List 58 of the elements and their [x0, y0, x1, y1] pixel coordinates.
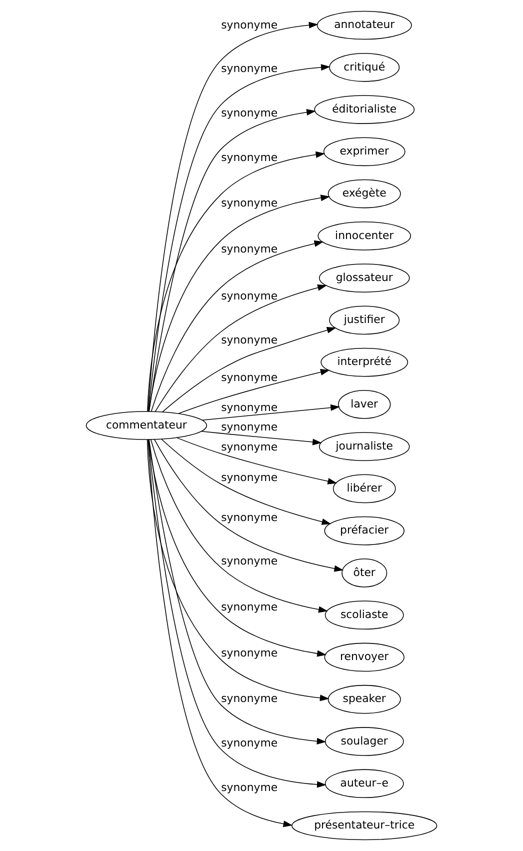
arrow [148, 64, 330, 412]
node-ellipse: soulager [324, 727, 404, 756]
edge-label: synonyme [221, 289, 278, 302]
node-ellipse: auteur–e [324, 769, 404, 798]
edge-label: synonyme [221, 334, 278, 347]
edge-label: synonyme [221, 196, 278, 210]
arrow [201, 430, 322, 446]
node-ellipse: commentateur [86, 411, 208, 440]
edge-label: synonyme [221, 420, 278, 434]
node-ellipse: ôter [342, 558, 388, 588]
edge-label: synonyme [221, 400, 278, 414]
edge-label: synonyme [221, 600, 278, 614]
edge-label: synonyme [221, 371, 278, 384]
arrow [146, 439, 330, 702]
arrow [202, 404, 340, 421]
edge-label: synonyme [221, 554, 278, 568]
arrow [147, 151, 326, 412]
arrow [154, 439, 344, 572]
node-ellipse: préfacier [324, 516, 404, 546]
edge-label: synonyme [221, 780, 278, 794]
arrow [154, 284, 327, 412]
node-ellipse: annotateur [316, 10, 412, 40]
node-ellipse: journaliste [318, 432, 410, 461]
edge-label: synonyme [221, 106, 278, 120]
node-ellipse: speaker [328, 684, 401, 714]
edge-label: synonyme [221, 736, 278, 750]
node-ellipse: critiqué [329, 52, 400, 82]
arrow [162, 326, 336, 412]
node-ellipse: justifier [329, 306, 400, 335]
arrow [148, 439, 293, 828]
arrow [148, 194, 330, 412]
node-ellipse: scoliaste [324, 600, 404, 630]
edge-label: synonyme [221, 471, 278, 484]
edge-label: synonyme [221, 242, 278, 256]
arrow [176, 437, 338, 484]
node-ellipse: glossateur [318, 264, 410, 292]
arrow [150, 240, 324, 412]
edge-label: synonyme [221, 440, 278, 454]
arrow [148, 109, 316, 412]
edge-label: synonyme [221, 510, 278, 524]
edge-label: synonyme [221, 18, 278, 32]
node-ellipse: innocenter [318, 221, 412, 250]
edge-label: synonyme [221, 692, 278, 705]
edge-label: synonyme [221, 646, 278, 660]
arrow [178, 369, 330, 414]
node-ellipse: laver [338, 390, 391, 419]
node-ellipse: exégète [328, 179, 401, 208]
edge-label: synonyme [221, 62, 278, 76]
arrow [148, 22, 318, 412]
node-ellipse: présentateur–trice [292, 811, 438, 840]
node-ellipse: renvoyer [324, 642, 404, 672]
arrow [150, 439, 328, 613]
edge-label: synonyme [221, 151, 278, 164]
node-ellipse: éditorialiste [314, 95, 415, 124]
node-ellipse: libérer [332, 474, 396, 504]
arrow [148, 439, 327, 657]
arrow [161, 438, 332, 525]
node-ellipse: exprimer [323, 137, 406, 166]
